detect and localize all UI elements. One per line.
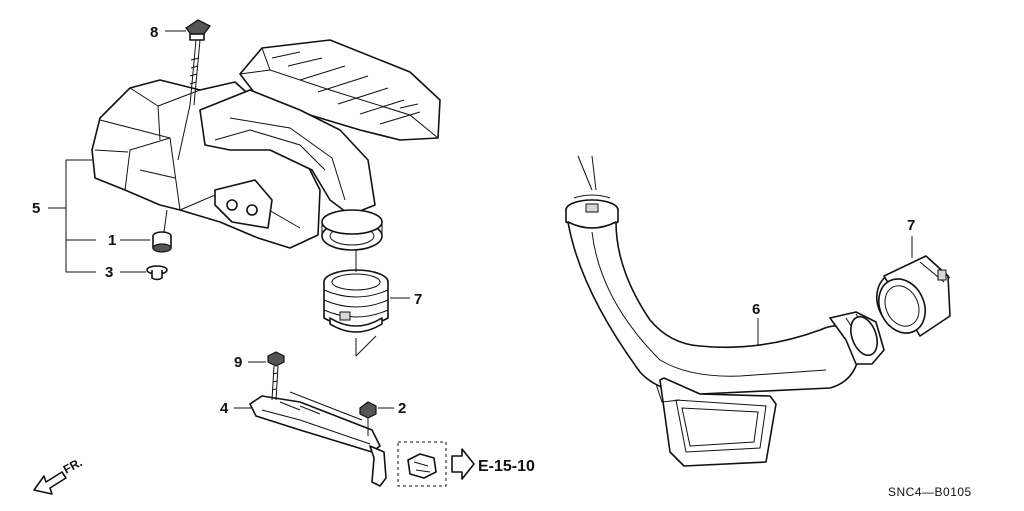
callout-8: 8 — [150, 24, 158, 41]
air-joint-7-right — [876, 236, 951, 337]
reference-code[interactable]: E-15-10 — [478, 458, 535, 475]
air-chamber-assembly — [91, 39, 441, 251]
callout-2: 2 — [398, 400, 406, 417]
callout-6: 6 — [752, 301, 760, 318]
bolt-8 — [177, 19, 211, 161]
callout-1: 1 — [108, 232, 116, 249]
diagram-code: SNC4—B0105 — [888, 485, 972, 499]
bracket-ref-line — [289, 391, 363, 421]
grommet-1 — [152, 209, 172, 253]
callout-5: 5 — [32, 200, 40, 217]
callout-4: 4 — [220, 400, 229, 417]
front-arrow-icon — [33, 471, 67, 495]
callout-3: 3 — [105, 264, 113, 281]
air-joint-7-left — [323, 250, 389, 357]
bracket-4 — [249, 395, 387, 487]
lid-ribs — [271, 51, 421, 125]
callout-labels: 8 5 1 3 7 9 4 2 6 7 — [32, 24, 915, 417]
clip-2 — [359, 401, 377, 436]
reference-box — [397, 441, 475, 487]
bolt-9 — [267, 351, 285, 401]
front-direction-indicator: FR. — [33, 455, 85, 495]
air-intake-duct-6 — [565, 155, 885, 467]
collar-3 — [146, 265, 168, 281]
callout-7-right: 7 — [907, 217, 915, 234]
callout-9: 9 — [234, 354, 242, 371]
front-label: FR. — [61, 455, 85, 476]
group-bracket-5 — [48, 159, 150, 273]
callout-7-left: 7 — [414, 291, 422, 308]
reference-arrow-icon — [451, 448, 475, 480]
